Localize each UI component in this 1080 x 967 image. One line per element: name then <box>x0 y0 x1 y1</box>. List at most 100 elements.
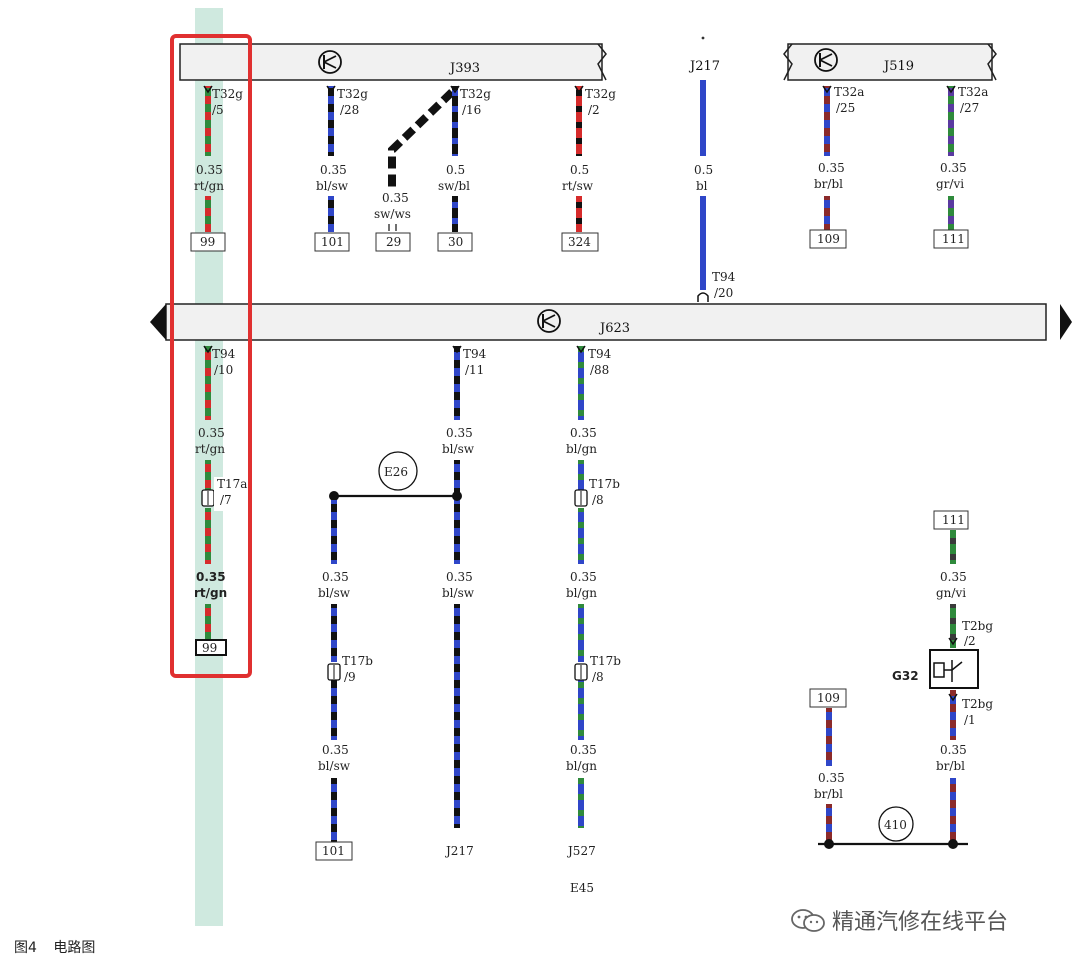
wire-size: 0.5 <box>446 163 465 177</box>
pin-label: /2 <box>588 103 600 117</box>
transistor-icon <box>814 48 838 72</box>
wire-size: 0.35 <box>322 570 349 584</box>
module-J623[interactable]: J623 <box>150 303 1072 341</box>
wire-size: 0.35 <box>570 570 597 584</box>
connector-label: T94 <box>463 347 487 361</box>
destination-label: E45 <box>570 881 594 895</box>
wire-size: 0.35 <box>818 771 845 785</box>
wire-size: 0.35 <box>940 161 967 175</box>
connector-label: T17b <box>589 477 620 491</box>
wire-w1[interactable]: T32g /5 0.35 rt/gn 99 <box>190 85 243 252</box>
wire-color: bl/gn <box>566 586 597 600</box>
pin-label: /25 <box>836 101 855 115</box>
pin-label: /1 <box>964 713 976 727</box>
splice-label: 410 <box>884 818 907 832</box>
wire-w4[interactable]: T32g /16 0.5 sw/bl 30 <box>437 85 491 252</box>
connector-label: T32a <box>834 85 864 99</box>
pin-label: /8 <box>592 670 604 684</box>
wire-size: 0.35 <box>446 570 473 584</box>
wire-color: bl/sw <box>442 586 475 600</box>
transistor-icon <box>537 309 561 333</box>
splice-label: E26 <box>384 465 408 479</box>
wire-w8[interactable]: T32a /27 0.35 gr/vi 111 <box>933 85 988 249</box>
wire-size: 0.35 <box>320 163 347 177</box>
highlight-frame <box>170 34 252 678</box>
wire-size: 0.35 <box>570 426 597 440</box>
destination-label: J527 <box>566 844 596 858</box>
wire-color: sw/ws <box>374 207 411 221</box>
splice-E26[interactable]: E26 <box>329 451 462 501</box>
pin-label: /16 <box>462 103 481 117</box>
component-G32[interactable]: G32 <box>892 649 979 689</box>
wire-w14[interactable]: 109 0.35 br/bl <box>809 688 847 844</box>
connector-label: T17b <box>590 654 621 668</box>
wire-w11[interactable]: 0.35 bl/sw T17b /9 0.35 bl/sw 101 <box>315 500 373 861</box>
connector-label: T32g <box>460 87 491 101</box>
ref-box: 99 <box>200 235 215 249</box>
wire-color: rt/gn <box>194 179 224 193</box>
destination-label: J217 <box>444 844 474 858</box>
wire-w6[interactable]: 0.5 bl T94 /20 <box>694 80 736 302</box>
pin-label: /28 <box>340 103 359 117</box>
ref-box: 111 <box>942 513 965 527</box>
wire-color: bl/gn <box>566 442 597 456</box>
figure-title: 电路图 <box>53 940 96 956</box>
wire-size: 0.35 <box>570 743 597 757</box>
watermark-text: 精通汽修在线平台 <box>832 910 1009 935</box>
wire-color: rt/gn <box>194 586 227 600</box>
wire-color: sw/bl <box>438 179 470 193</box>
wire-color: bl/gn <box>566 759 597 773</box>
ref-box: 109 <box>817 691 840 705</box>
wire-color: bl/sw <box>318 586 351 600</box>
ref-box: 101 <box>322 844 345 858</box>
pin-label: /27 <box>960 101 979 115</box>
module-label-J393: J393 <box>448 61 480 76</box>
ref-box: 111 <box>942 232 965 246</box>
pin-label: /7 <box>220 493 232 507</box>
module-label-J623: J623 <box>598 321 630 336</box>
wire-w2[interactable]: T32g /28 0.35 bl/sw 101 <box>314 85 368 252</box>
pin-label: /8 <box>592 493 604 507</box>
wire-size: 0.35 <box>322 743 349 757</box>
pin-label: /10 <box>214 363 233 377</box>
wire-size: 0.35 <box>446 426 473 440</box>
ref-box: 30 <box>448 235 463 249</box>
wire-w3[interactable]: 0.35 sw/ws 29 <box>374 89 455 252</box>
pin-label: /2 <box>964 634 976 648</box>
ref-box: 99 <box>202 641 217 655</box>
connector-label: T2bg <box>962 619 993 633</box>
wire-color: br/bl <box>814 177 843 191</box>
wire-w13[interactable]: 111 0.35 gn/vi T2bg /2 T2bg /1 0.35 br/b… <box>933 510 993 844</box>
connector-label: T32a <box>958 85 988 99</box>
wire-color: bl/sw <box>318 759 351 773</box>
watermark: 精通汽修在线平台 <box>790 904 1008 936</box>
connector-label: T32g <box>337 87 368 101</box>
wire-color: gn/vi <box>936 586 966 600</box>
wire-size: 0.5 <box>570 163 589 177</box>
pin-label: /11 <box>465 363 484 377</box>
wire-color: gr/vi <box>936 177 964 191</box>
wire-color: bl/sw <box>442 442 475 456</box>
module-label-J519: J519 <box>882 59 914 74</box>
dot-marker <box>701 36 705 40</box>
wire-color: bl <box>696 179 708 193</box>
wire-w12[interactable]: T94 /88 0.35 bl/gn T17b /8 0.35 bl/gn T1… <box>566 345 621 895</box>
circuit-diagram: J393 J519 J217 J623 T32g <box>150 8 1072 926</box>
pin-label: /9 <box>344 670 356 684</box>
wechat-icon <box>791 909 825 932</box>
wire-color: rt/sw <box>562 179 594 193</box>
module-J393[interactable]: J393 <box>179 43 607 81</box>
module-J519[interactable]: J519 <box>783 43 997 81</box>
connector-label: T94 <box>212 347 236 361</box>
pin-label: /5 <box>212 103 224 117</box>
pin-label: /20 <box>714 286 733 300</box>
wire-w5[interactable]: T32g /2 0.5 rt/sw 324 <box>561 85 616 252</box>
wire-w10[interactable]: T94 /11 0.35 bl/sw 0.35 bl/sw J217 <box>442 345 487 858</box>
wire-size: 0.35 <box>196 163 223 177</box>
connector-label: T17b <box>342 654 373 668</box>
wire-w9[interactable]: T94 /10 0.35 rt/gn T17a /7 0.35 rt/gn 99 <box>194 345 248 656</box>
component-label: G32 <box>892 669 919 683</box>
wire-w7[interactable]: T32a /25 0.35 br/bl 109 <box>809 85 864 249</box>
splice-410[interactable]: 410 <box>818 806 968 849</box>
connector-label: T32g <box>585 87 616 101</box>
